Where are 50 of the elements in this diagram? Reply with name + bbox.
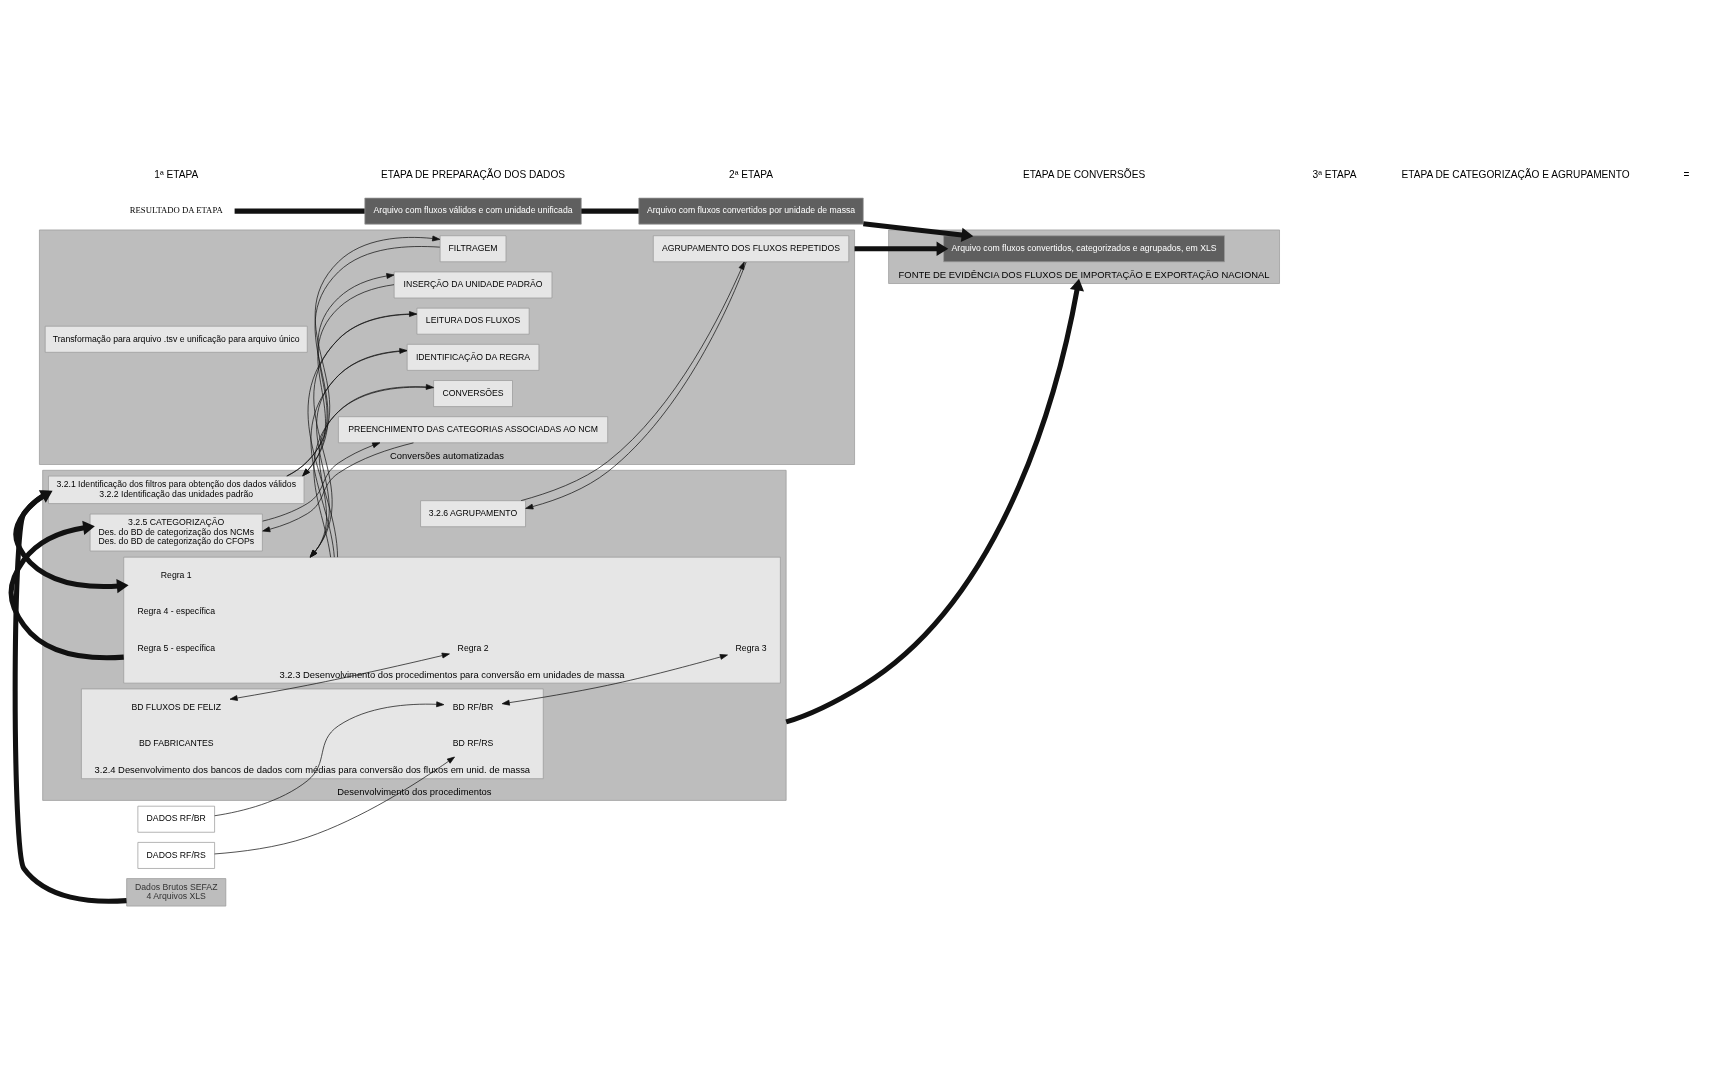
- node-text: RESULTADO DA ETAPA: [129, 204, 223, 215]
- label: 2ª ETAPA: [729, 168, 773, 180]
- label: 3ª ETAPA: [1312, 168, 1357, 180]
- node-box: CONVERSÕES: [433, 379, 513, 407]
- node-text: Regra 4 - específica: [137, 605, 216, 616]
- node-box: Arquivo com fluxos convertidos, categorizados e agrupados, em XLS: [943, 234, 1225, 262]
- node-box: 3.2.1 Identificação dos filtros para obtenção dos dados válidos 3.2.2 Identificação das unidades padrão: [48, 475, 305, 504]
- arrow: [863, 220, 974, 242]
- arrow: [13, 490, 129, 593]
- node-box: PREENCHIMENTO DAS CATEGORIAS ASSOCIADAS AO NCM: [338, 415, 609, 443]
- node-box: 3.2.6 AGRUPAMENTO: [420, 499, 526, 527]
- arrow: [262, 442, 414, 532]
- arrow: [12, 489, 127, 904]
- arrow: [785, 278, 1085, 724]
- arrow: [214, 700, 445, 816]
- arrow: [229, 652, 450, 701]
- node-box: IDENTIFICAÇÃO DA REGRA: [406, 343, 540, 371]
- connector: [581, 208, 639, 214]
- label: ETAPA DE CONVERSÕES: [1022, 168, 1146, 180]
- connector: [234, 208, 365, 214]
- node-text: Regra 3: [735, 642, 767, 653]
- arrow: [286, 272, 395, 476]
- label: ETAPA DE CATEGORIZAÇÃO E AGRUPAMENTO: [1401, 168, 1630, 180]
- node-box: Arquivo com fluxos válidos e com unidade unificada: [364, 197, 582, 224]
- node-box: Transformação para arquivo .tsv e unificação para arquivo único: [44, 325, 308, 353]
- node-box: 3.2.5 CATEGORIZAÇÃO Des. do BD de categorização dos NCMs Des. do BD de categorização do CFOPs: [89, 513, 263, 551]
- node-text: BD RF/RS: [452, 737, 494, 748]
- node-box: FILTRAGEM: [439, 234, 507, 262]
- node-box: DADOS RF/RS: [137, 841, 215, 869]
- node-box: Dados Brutos SEFAZ 4 Arquivos XLS: [126, 877, 227, 906]
- arrow: [501, 653, 728, 705]
- node-box: DADOS RF/BR: [137, 805, 215, 833]
- node-box: AGRUPAMENTO DOS FLUXOS REPETIDOS: [652, 234, 850, 262]
- node-text: Regra 5 - específica: [137, 642, 216, 653]
- node-text: Regra 1: [160, 569, 192, 580]
- arrow: [302, 283, 395, 476]
- label: 1ª ETAPA: [154, 168, 199, 180]
- node-text: BD RF/BR: [452, 701, 494, 712]
- arrow: [854, 241, 949, 256]
- node-text: Regra 2: [457, 642, 489, 653]
- arrow: [262, 441, 381, 521]
- label: =: [1683, 168, 1690, 180]
- node-text: BD FABRICANTES: [138, 737, 214, 748]
- node-box: LEITURA DOS FLUXOS: [416, 307, 530, 335]
- node-box: Arquivo com fluxos convertidos por unidade de massa: [638, 197, 864, 224]
- node-text: BD FLUXOS DE FELIZ: [131, 701, 222, 712]
- node-box: INSERÇÃO DA UNIDADE PADRÃO: [393, 271, 553, 298]
- arrow: [8, 520, 124, 660]
- label: ETAPA DE PREPARAÇÃO DOS DADOS: [381, 168, 566, 180]
- arrow: [214, 756, 455, 854]
